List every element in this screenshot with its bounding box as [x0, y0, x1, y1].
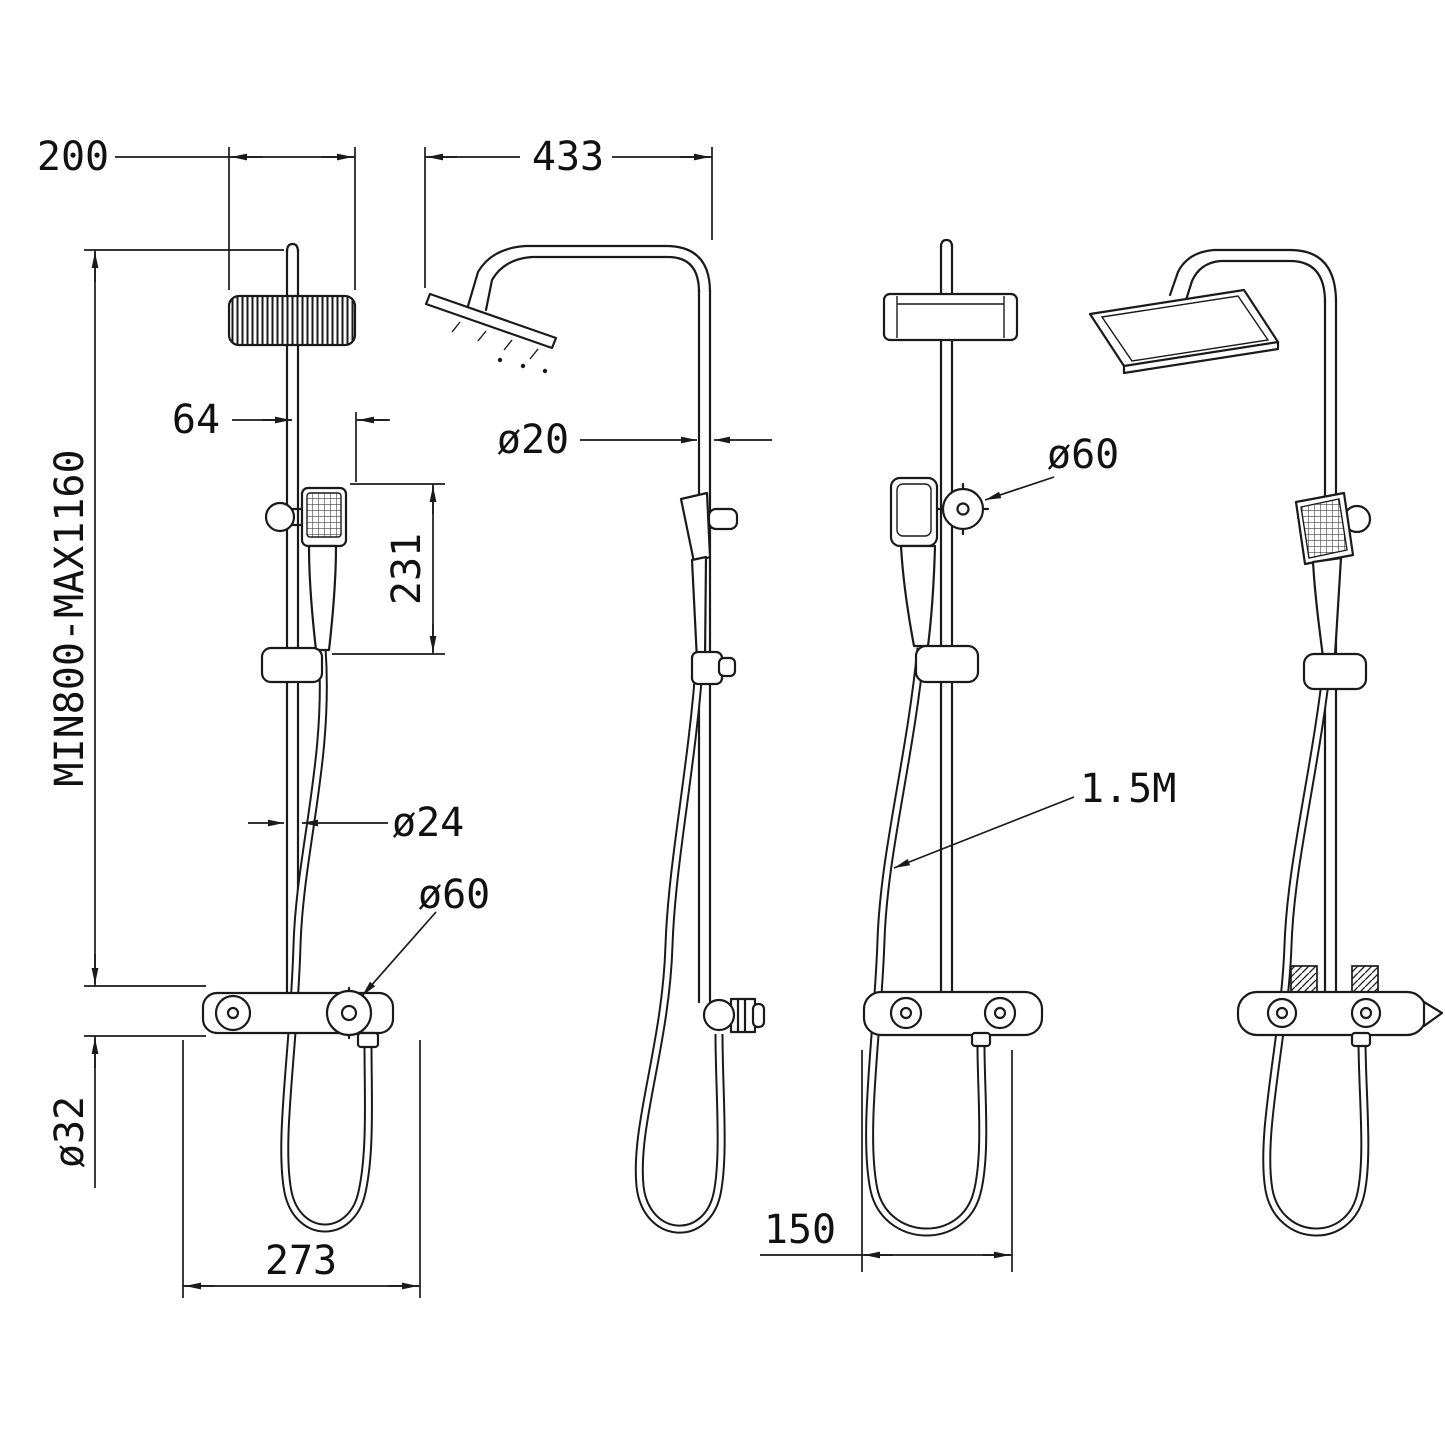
mixer-valve [1236, 965, 1444, 1048]
slider-bracket [914, 644, 980, 684]
view-front [201, 242, 395, 1233]
bracket-knob [264, 501, 296, 533]
dim-pipe-diameter-top: ø20 [497, 417, 569, 463]
leader-bracket-knob [984, 476, 1055, 501]
shower-hose [865, 647, 988, 1237]
mixer-valve [862, 990, 1044, 1048]
slider-bracket [1302, 652, 1368, 691]
mixer-valve-side [702, 997, 766, 1034]
dim-inlet-spacing: 150 [764, 1207, 836, 1253]
dim-bracket-knob-diameter: ø60 [1047, 432, 1119, 478]
riser-pipe [285, 242, 300, 995]
wall-union [1351, 965, 1379, 995]
dim-offset-lines [232, 412, 390, 482]
dim-mixer-knob-diameter: ø60 [418, 872, 490, 918]
leader-mixer-knob [361, 911, 437, 997]
hand-shower-handle [307, 544, 338, 652]
shower-head-side [424, 292, 558, 374]
dimensions-layer [84, 147, 1075, 1298]
shower-head [1088, 288, 1280, 375]
dim-riser-diameter: ø24 [392, 800, 464, 846]
hand-shower [1294, 491, 1372, 659]
shower-hose [1262, 656, 1370, 1237]
hand-shower [889, 476, 939, 648]
dim-drop-lines [332, 483, 445, 655]
hand-shower [264, 486, 348, 652]
leader-hose [893, 796, 1075, 869]
hose-nut [356, 1031, 380, 1049]
dim-inlet-spacing-lines [760, 1050, 1013, 1272]
mixer-valve [201, 986, 395, 1049]
shower-head [227, 294, 357, 347]
shower-head [882, 292, 1019, 342]
riser-pipe [939, 238, 954, 995]
shower-hose [634, 655, 726, 1234]
slider-bracket [690, 650, 737, 686]
spout-tip [1422, 1000, 1444, 1028]
dim-arm-reach-lines [424, 147, 713, 288]
hand-shower [679, 491, 739, 662]
dim-hand-shower-drop: 231 [384, 533, 430, 605]
view-rear [862, 238, 1044, 1237]
dim-arm-reach: 433 [532, 134, 604, 180]
bracket-knob [707, 507, 739, 531]
view-side [424, 244, 766, 1234]
hose-nut [970, 1031, 992, 1048]
dim-height-range-lines [84, 249, 284, 987]
dim-hose-length: 1.5M [1080, 766, 1176, 812]
mixer-knob [702, 998, 736, 1032]
view-perspective [1088, 248, 1444, 1237]
dim-mixer-width-lines [182, 1040, 421, 1298]
dimension-labels: 200 433 64 ø20 ø60 231 MIN800-MAX1160 ø2… [37, 134, 1176, 1284]
dim-height-range: MIN800-MAX1160 [47, 449, 93, 786]
dim-head-width-lines [115, 147, 356, 290]
dim-mixer-body-diameter: ø32 [47, 1096, 93, 1168]
slider-knob [936, 482, 990, 536]
hose-nut [1350, 1031, 1372, 1048]
wall-union [1290, 965, 1318, 995]
dim-head-width: 200 [37, 134, 109, 180]
dim-mixer-body-lines [84, 1035, 206, 1188]
slider-bracket [260, 646, 324, 684]
dim-hand-shower-offset: 64 [172, 397, 220, 443]
dim-mixer-width: 273 [265, 1238, 337, 1284]
